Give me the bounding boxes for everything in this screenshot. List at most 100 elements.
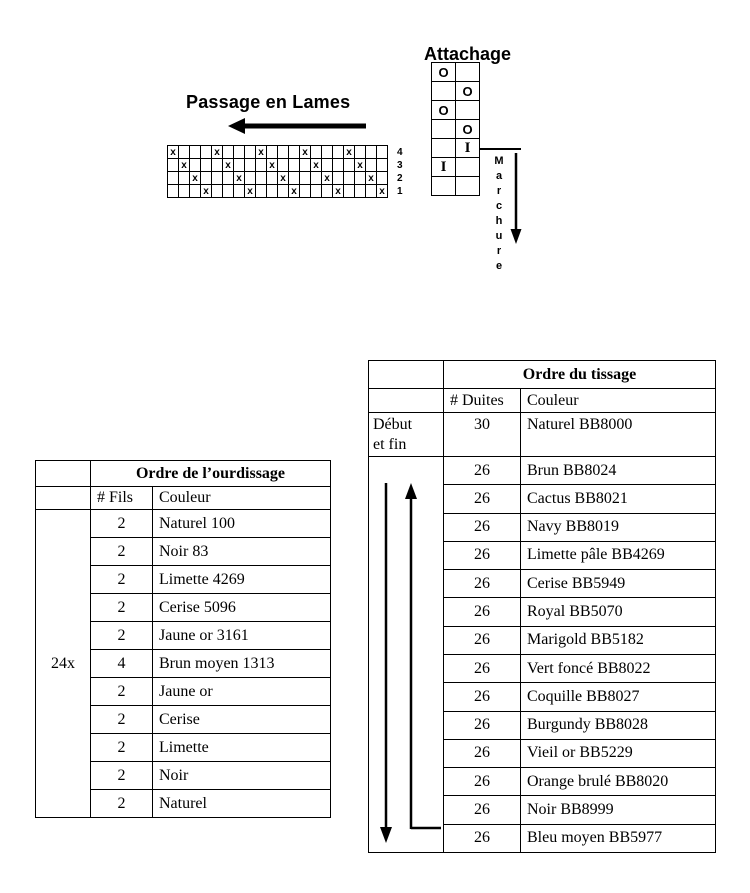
weft-count-cell: 26: [443, 795, 521, 825]
threading-cell: [233, 184, 245, 198]
weft-color-cell: Vieil or BB5229: [520, 738, 716, 769]
treadling-label-letter: r: [496, 185, 502, 197]
threading-cell: [266, 145, 278, 159]
threading-mark-cell: x: [376, 184, 388, 198]
threading-mark-cell: x: [266, 158, 278, 172]
warp-color-cell: Jaune or 3161: [152, 621, 331, 650]
debut-line1: Début: [373, 415, 413, 433]
weft-count-header: # Duites: [443, 388, 521, 413]
threading-cell: [299, 184, 311, 198]
threading-cell: [277, 184, 289, 198]
threading-cell: [365, 184, 377, 198]
threading-cell: [343, 184, 355, 198]
threading-cell: [266, 171, 278, 185]
threading-cell: [244, 158, 256, 172]
weft-count-cell: 30: [443, 412, 521, 457]
weft-count-cell: 26: [443, 455, 521, 486]
threading-mark-cell: x: [332, 184, 344, 198]
weft-color-cell: Limette pâle BB4269: [520, 540, 716, 571]
threading-cell: [178, 145, 190, 159]
threading-cell: [299, 158, 311, 172]
threading-mark-cell: x: [200, 184, 212, 198]
treadling-mark-cell: I: [431, 157, 456, 177]
threading-cell: [310, 184, 322, 198]
warp-color-cell: Limette 4269: [152, 565, 331, 594]
warp-count-cell: 2: [90, 565, 153, 594]
warp-order-table: Ordre de l’ourdissage # Fils Couleur 24x…: [35, 460, 331, 818]
threading-cell: [189, 145, 201, 159]
threading-cell: [244, 145, 256, 159]
tieup-cell: [431, 176, 456, 196]
threading-cell: [321, 158, 333, 172]
threading-cell: [354, 184, 366, 198]
threading-cell: [244, 171, 256, 185]
empty-cell: [368, 388, 444, 413]
tieup-cell: [431, 138, 456, 158]
treadling-label-letter: e: [495, 260, 503, 272]
warp-count-header: # Fils: [90, 486, 153, 510]
tieup-row: O: [431, 119, 480, 139]
threading-mark-cell: x: [244, 184, 256, 198]
tieup-row: O: [431, 100, 480, 120]
threading-cell: [332, 158, 344, 172]
weft-count-cell: 26: [443, 738, 521, 769]
warp-count-cell: 2: [90, 761, 153, 790]
tieup-baseline: [479, 148, 521, 150]
tieup-cell: [455, 176, 480, 196]
warp-color-cell: Naturel 100: [152, 509, 331, 538]
warp-count-cell: 2: [90, 705, 153, 734]
threading-mark-cell: x: [255, 145, 267, 159]
threading-cell: [332, 145, 344, 159]
treadling-mark-cell: I: [455, 138, 480, 158]
threading-cell: [255, 171, 267, 185]
tieup-mark-cell: O: [455, 81, 480, 101]
tieup-row: [431, 176, 480, 196]
threading-mark-cell: x: [321, 171, 333, 185]
threading-cell: [321, 145, 333, 159]
threading-mark-cell: x: [167, 145, 179, 159]
warp-color-cell: Limette: [152, 733, 331, 762]
tieup-title: Attachage: [424, 44, 512, 64]
tieup-row: O: [431, 81, 480, 101]
threading-mark-cell: x: [178, 158, 190, 172]
weft-color-cell: Navy BB8019: [520, 512, 716, 542]
threading-cell: [376, 171, 388, 185]
threading-cell: [277, 145, 289, 159]
threading-cell: [222, 184, 234, 198]
empty-cell: [368, 360, 444, 389]
tieup-cell: [455, 157, 480, 177]
weft-count-cell: 26: [443, 540, 521, 571]
threading-cell: [255, 158, 267, 172]
threading-cell: [376, 158, 388, 172]
threading-cell: [343, 158, 355, 172]
weft-color-cell: Vert foncé BB8022: [520, 653, 716, 684]
threading-mark-cell: x: [211, 145, 223, 159]
weft-header-row: # Duites Couleur: [368, 388, 716, 413]
weft-count-cell: 26: [443, 767, 521, 797]
warp-color-cell: Noir: [152, 761, 331, 790]
weft-count-cell: 26: [443, 653, 521, 684]
threading-cell: [167, 158, 179, 172]
warp-header-row: # Fils Couleur: [35, 486, 331, 510]
threading-cell: [332, 171, 344, 185]
weft-count-cell: 26: [443, 823, 521, 854]
threading-cell: [354, 171, 366, 185]
threading-cell: [211, 158, 223, 172]
warp-repeat-cell: 24x: [35, 509, 91, 818]
